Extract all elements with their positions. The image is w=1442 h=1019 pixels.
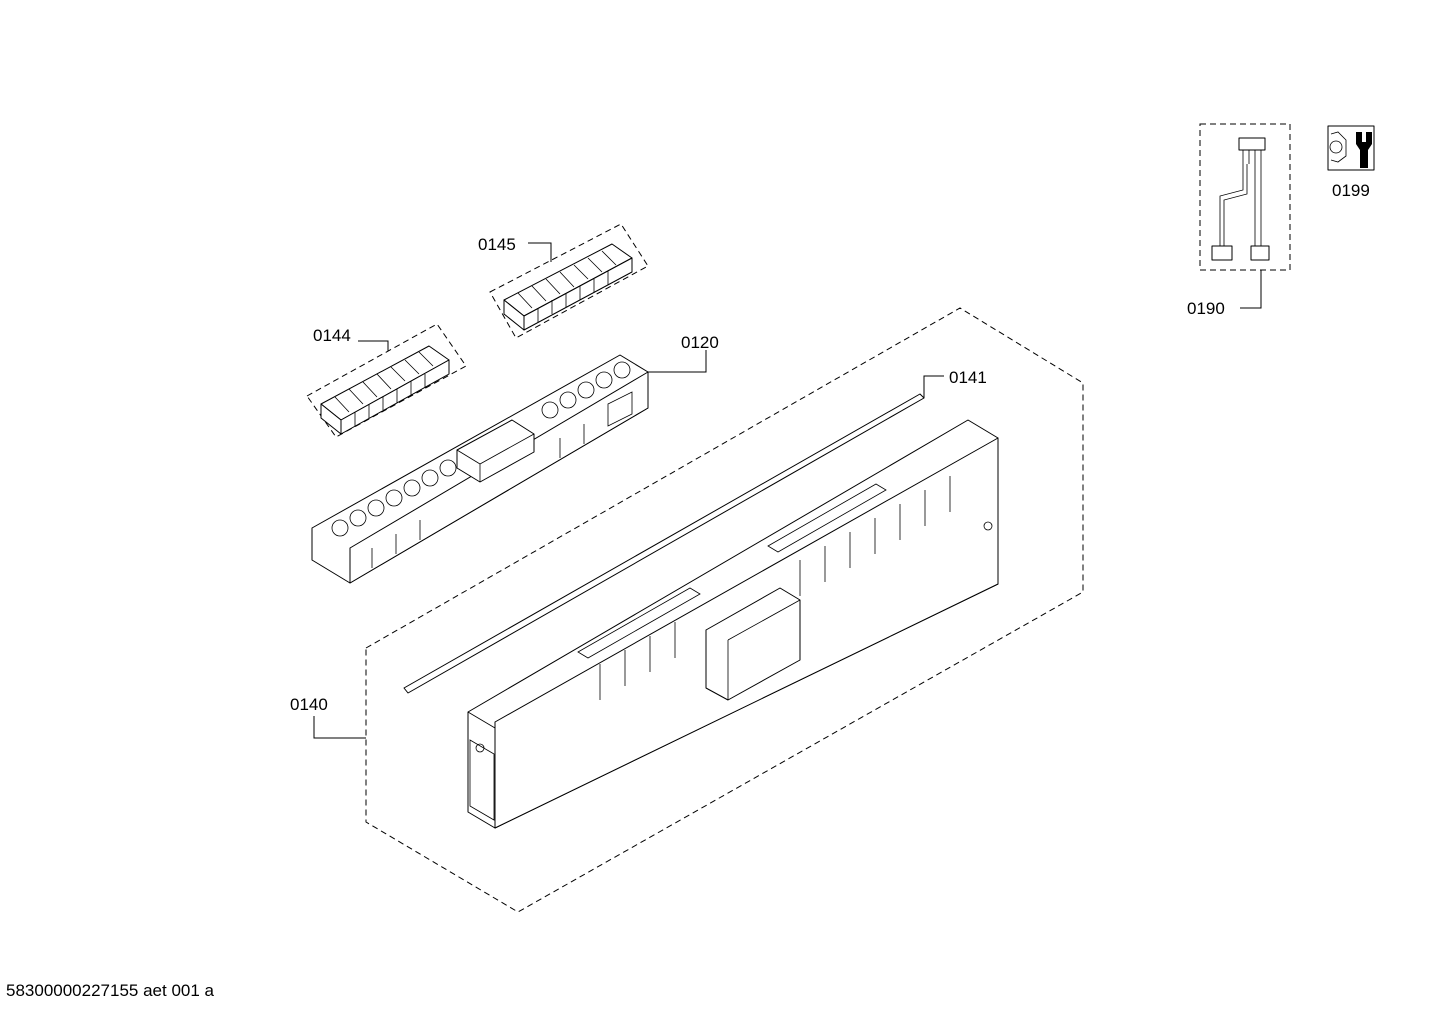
label-0144: 0144 <box>313 326 351 345</box>
part-0140-group-boundary <box>365 307 1084 913</box>
document-id: 58300000227155 aet 001 a <box>6 981 214 1000</box>
part-0190-wiring-harness <box>1199 123 1291 309</box>
part-0141-seal-strip <box>403 375 944 694</box>
label-0145: 0145 <box>478 235 516 254</box>
part-0144-button-strip <box>306 323 467 438</box>
part-0145-button-strip <box>489 223 649 339</box>
label-0140: 0140 <box>290 695 328 714</box>
label-0141: 0141 <box>949 368 987 387</box>
label-0120: 0120 <box>681 333 719 352</box>
part-0140-control-panel <box>313 419 999 829</box>
label-0199: 0199 <box>1332 181 1370 200</box>
label-0190: 0190 <box>1187 299 1225 318</box>
wrench-icon <box>1327 125 1375 171</box>
part-0120-control-module <box>311 350 707 584</box>
